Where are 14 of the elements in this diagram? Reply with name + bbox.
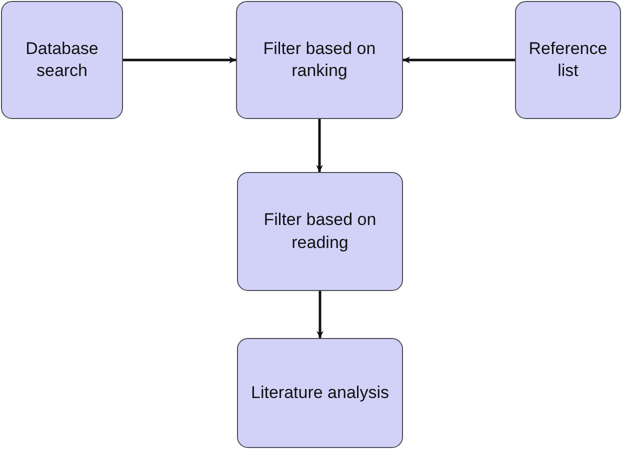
arrow [316,119,323,172]
process-box [237,172,403,291]
box-label: Database search [24,38,100,82]
arrow [123,56,236,64]
box-label: Literature analysis [251,382,389,404]
box-label: Filter based on reading [262,209,378,254]
box-label: Reference list [528,38,608,82]
process-box [515,1,621,119]
process-box [237,338,403,448]
arrow [316,291,324,338]
arrow [403,56,515,64]
process-box [236,1,403,119]
box-label: Filter based on ranking [262,38,377,82]
process-box [1,1,123,119]
